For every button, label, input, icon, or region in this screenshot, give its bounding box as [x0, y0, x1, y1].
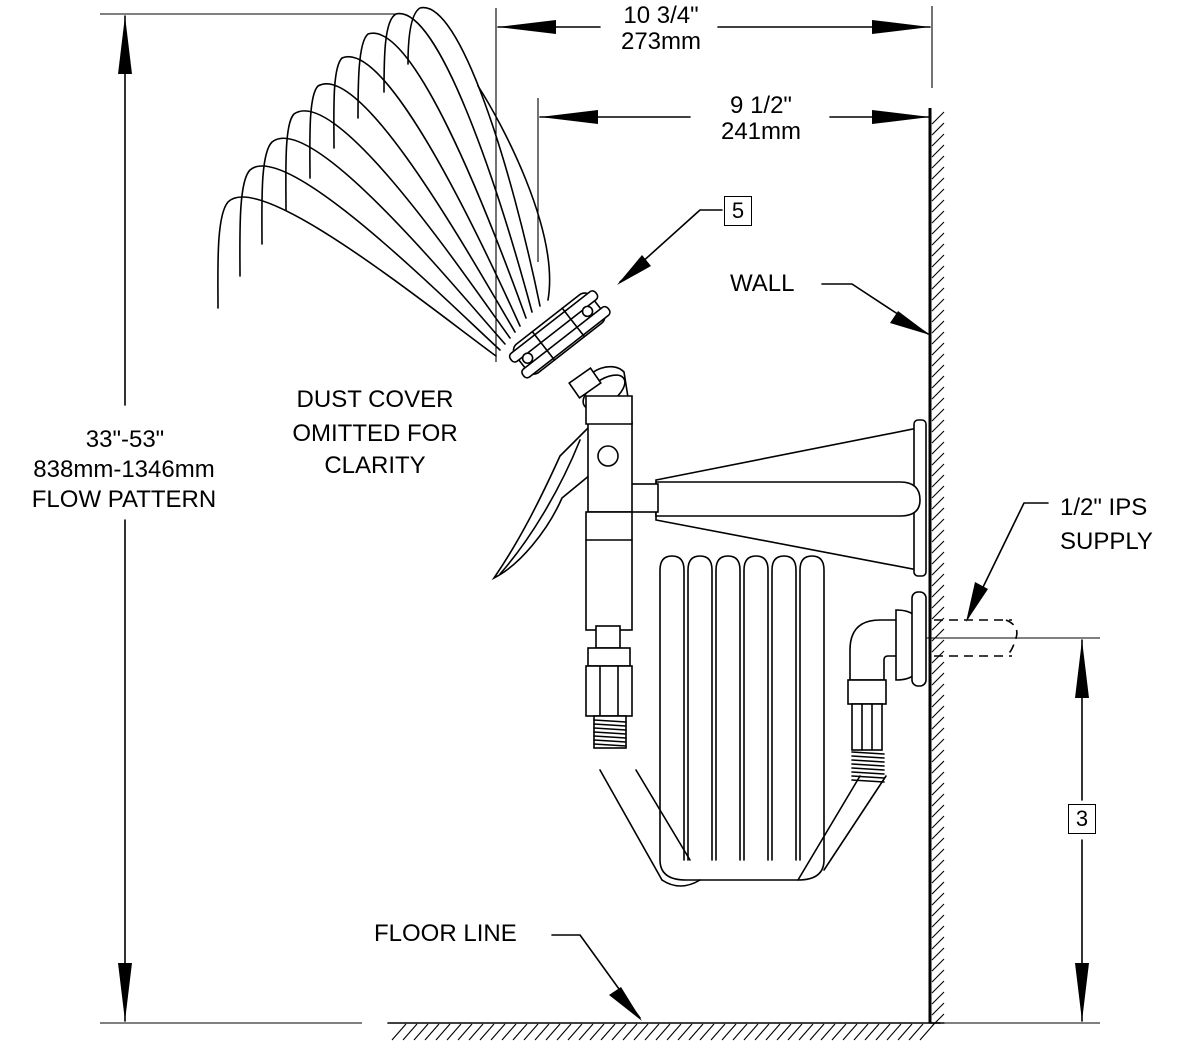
- flow-pattern-label: FLOW PATTERN: [31, 486, 217, 513]
- dimension-overall-width: [497, 20, 931, 34]
- wall: [928, 108, 945, 1027]
- spray-head: [508, 290, 633, 425]
- overall-width-mm: 273mm: [620, 28, 702, 55]
- callout-spray-head: 5: [724, 196, 752, 226]
- dust-cover-note-line1: DUST COVER: [296, 386, 454, 413]
- supply-elbow: [847, 591, 927, 783]
- head-width-mm: 241mm: [720, 118, 802, 145]
- hose-coil: [599, 555, 887, 887]
- wall-bracket: [597, 419, 927, 577]
- dust-cover-note-line3: CLARITY: [324, 452, 426, 479]
- dimension-flow-pattern: [118, 15, 132, 1022]
- dust-cover-note-line2: OMITTED FOR: [292, 420, 458, 447]
- dimension-head-width: [539, 110, 931, 124]
- flow-pattern-arcs: [217, 7, 551, 357]
- supply-label-line2: SUPPLY: [1060, 528, 1153, 555]
- valve-handle: [491, 421, 633, 749]
- wall-label: WALL: [730, 270, 795, 297]
- floor-line-label: FLOOR LINE: [374, 920, 517, 947]
- leader-callout-5: [617, 209, 723, 285]
- leader-supply: [966, 502, 1049, 622]
- flow-pattern-mm: 838mm-1346mm: [33, 456, 215, 483]
- flow-pattern-inches: 33"-53": [85, 426, 165, 453]
- supply-pipe: [934, 619, 1018, 657]
- leader-wall: [821, 283, 930, 335]
- floor-line: [387, 1022, 941, 1041]
- head-width-inches: 9 1/2": [730, 92, 792, 119]
- supply-label-line1: 1/2" IPS: [1060, 494, 1148, 521]
- dimension-supply-height: [1075, 639, 1089, 1022]
- leader-floor-line: [551, 934, 642, 1021]
- callout-supply-height: 3: [1068, 804, 1096, 834]
- overall-width-inches: 10 3/4": [623, 2, 699, 29]
